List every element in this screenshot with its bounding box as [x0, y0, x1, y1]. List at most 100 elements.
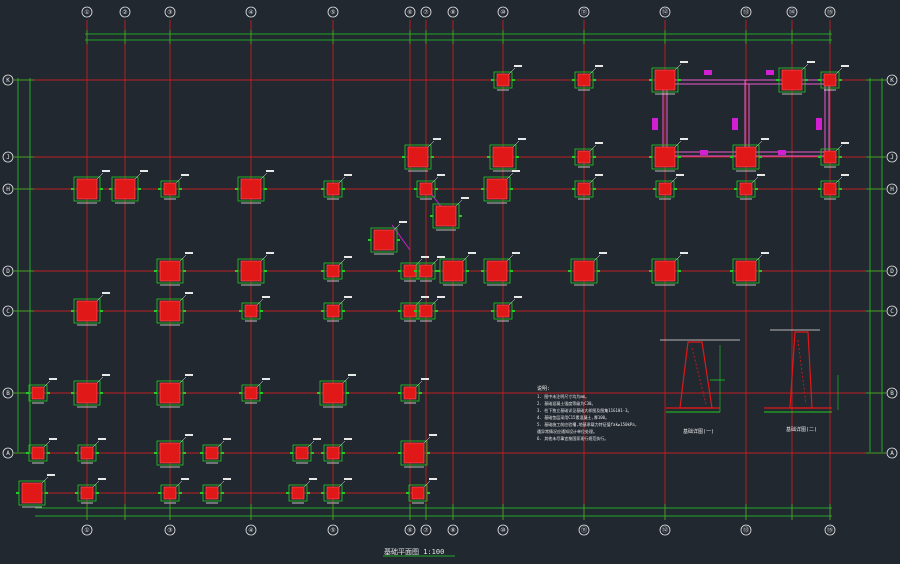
- svg-text:H: H: [890, 186, 894, 193]
- axis-bubble-top: ①: [81, 6, 93, 18]
- detail-one: 基础详图(一): [660, 339, 740, 435]
- footing: [75, 478, 106, 504]
- axis-bubble-bottom: ⑥: [404, 524, 416, 536]
- axis-bubble-row: B: [886, 387, 898, 399]
- frame: [17, 33, 883, 517]
- svg-text:⑮: ⑮: [827, 8, 833, 16]
- svg-text:⑬: ⑬: [743, 526, 749, 534]
- footing: [321, 256, 352, 282]
- note-line-1: 1. 图中未注明尺寸均为mm。: [537, 393, 589, 399]
- svg-text:D: D: [890, 268, 894, 275]
- footing: [290, 438, 321, 464]
- svg-text:⑫: ⑫: [662, 8, 668, 16]
- svg-text:⑤: ⑤: [330, 9, 335, 16]
- axis-bubble-top: ⑪: [578, 6, 590, 18]
- footing: [491, 296, 522, 322]
- axis-bubble-bottom: ⑤: [327, 524, 339, 536]
- detail-two: 基础详图(二): [764, 329, 839, 433]
- footing: [649, 252, 688, 286]
- svg-text:K: K: [890, 77, 894, 84]
- svg-text:④: ④: [248, 9, 253, 16]
- axis-bubble-top: ⑮: [824, 6, 836, 18]
- axis-bubble-top: ⑦: [420, 6, 432, 18]
- footing: [776, 61, 815, 95]
- axis-bubble-top: ⑤: [327, 6, 339, 18]
- note-line-4: 4. 基础垫层采用C15素混凝土,厚100。: [537, 414, 609, 420]
- footing: [71, 374, 110, 408]
- footing: [321, 438, 352, 464]
- axis-bubble-row: A: [886, 447, 898, 459]
- axis-bubble-bottom: ⑫: [659, 524, 671, 536]
- svg-text:⑧: ⑧: [450, 527, 455, 534]
- axis-bubble-row: A: [2, 447, 14, 459]
- svg-text:B: B: [890, 390, 894, 397]
- footing: [75, 438, 106, 464]
- axis-bubble-row: D: [2, 265, 14, 277]
- footing: [321, 174, 352, 200]
- notes-heading: 说明:: [537, 385, 550, 392]
- svg-text:⑬: ⑬: [743, 8, 749, 16]
- axis-bubble-row: K: [2, 74, 14, 86]
- footing: [730, 138, 769, 172]
- footing: [653, 174, 684, 200]
- svg-text:J: J: [890, 154, 894, 161]
- axis-bubble-bottom: ⑮: [824, 524, 836, 536]
- footing: [235, 170, 274, 204]
- svg-text:K: K: [6, 77, 10, 84]
- footing: [26, 438, 57, 464]
- note-line-5: 5. 基础施工前应验槽,地基承载力特征值fak≥150kPa,: [537, 421, 637, 427]
- footing: [26, 378, 57, 404]
- general-notes: 说明: 1. 图中未注明尺寸均为mm。 2. 基础混凝土强度等级为C30。 3.…: [537, 385, 637, 441]
- footing: [239, 296, 270, 322]
- svg-text:②: ②: [122, 9, 127, 16]
- footing: [71, 292, 110, 326]
- footing: [818, 174, 849, 200]
- axis-bubble-top: ③: [164, 6, 176, 18]
- svg-text:A: A: [890, 450, 894, 457]
- axis-bubble-top: ④: [245, 6, 257, 18]
- svg-text:⑥: ⑥: [407, 9, 412, 16]
- footing: [154, 252, 193, 286]
- svg-text:⑭: ⑭: [789, 8, 795, 16]
- footing: [568, 252, 607, 286]
- svg-text:H: H: [6, 186, 10, 193]
- footing: [71, 170, 110, 204]
- note-line-6: 遇异常情况应通知设计单位处理。: [537, 428, 597, 434]
- footing: [487, 138, 526, 172]
- svg-text:③: ③: [167, 527, 172, 534]
- footing: [402, 138, 441, 172]
- svg-text:⑫: ⑫: [662, 526, 668, 534]
- svg-text:⑪: ⑪: [581, 8, 587, 16]
- footing: [649, 61, 688, 95]
- footing: [200, 438, 231, 464]
- footing: [154, 374, 193, 408]
- axis-bubble-bottom: ①: [81, 524, 93, 536]
- svg-text:B: B: [6, 390, 10, 397]
- svg-text:⑦: ⑦: [423, 527, 428, 534]
- svg-text:③: ③: [167, 9, 172, 16]
- dimension-lines: [14, 30, 886, 520]
- footing: [649, 138, 688, 172]
- footing: [414, 174, 445, 200]
- footing: [109, 170, 148, 204]
- svg-text:⑪: ⑪: [581, 526, 587, 534]
- footing: [154, 434, 193, 468]
- axis-bubble-bottom: ⑬: [740, 524, 752, 536]
- axis-bubble-bottom: ③: [164, 524, 176, 536]
- note-line-7: 6. 其他未尽事宜按国家现行规范执行。: [537, 435, 608, 441]
- axis-bubble-top: ⑩: [497, 6, 509, 18]
- axis-bubble-row: J: [2, 151, 14, 163]
- footing: [398, 378, 429, 404]
- detail-two-label: 基础详图(二): [786, 426, 817, 433]
- svg-text:C: C: [6, 308, 10, 315]
- axis-bubble-bottom: ⑧: [447, 524, 459, 536]
- footing: [481, 252, 520, 286]
- footing: [158, 478, 189, 504]
- footing: [239, 378, 270, 404]
- note-line-2: 2. 基础混凝土强度等级为C30。: [537, 400, 595, 406]
- footing: [317, 374, 356, 408]
- footing: [818, 142, 849, 168]
- footing: [235, 252, 274, 286]
- footing: [200, 478, 231, 504]
